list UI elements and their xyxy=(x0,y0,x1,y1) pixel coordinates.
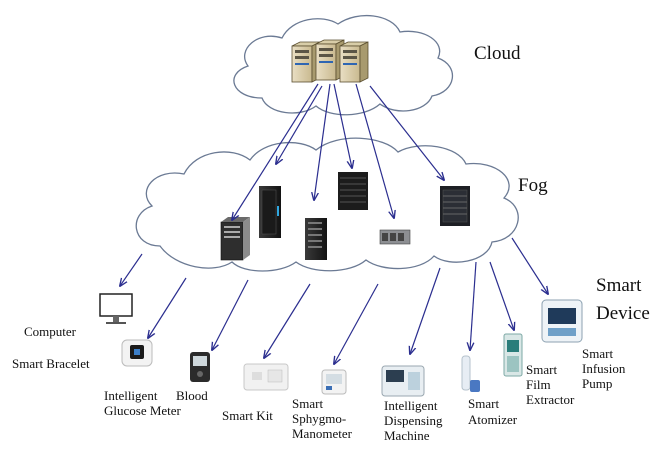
fog-to-device-arrows xyxy=(120,237,548,364)
computer-icon xyxy=(99,293,133,324)
film-extractor-label-line2: Film xyxy=(526,377,551,392)
film-extractor-icon xyxy=(503,333,523,377)
glucose-label-line1: Intelligent xyxy=(104,388,158,403)
dispensing-machine-icon xyxy=(381,365,425,397)
computer-label: Computer xyxy=(24,324,76,339)
cloud-layer xyxy=(233,14,454,116)
tower-server-icon xyxy=(220,217,250,261)
infusion-pump-label-line2: Infusion xyxy=(582,361,626,376)
dispensing-label-line3: Machine xyxy=(384,428,430,443)
sphygmo-label-line2: Sphygmo- xyxy=(292,411,347,426)
smart-kit-label: Smart Kit xyxy=(222,408,273,423)
arrow xyxy=(276,85,323,164)
glucose-label-line2: Glucose Meter xyxy=(104,403,181,418)
cloud-label: Cloud xyxy=(474,43,521,64)
arrow xyxy=(470,261,477,350)
dispensing-label-line2: Dispensing xyxy=(384,413,443,428)
film-extractor-label-line1: Smart xyxy=(526,362,558,377)
smart-bracelet-label: Smart Bracelet xyxy=(12,356,90,371)
arrow xyxy=(212,279,249,350)
arrow xyxy=(355,83,394,218)
rack-cabinet-icon xyxy=(440,186,470,226)
infusion-pump-icon xyxy=(541,299,583,343)
cloud-server-3 xyxy=(339,41,369,83)
arrow xyxy=(314,83,331,200)
arrow xyxy=(410,267,441,354)
smart-kit-icon xyxy=(243,363,289,391)
fog-label: Fog xyxy=(518,175,548,196)
infusion-pump-label-line1: Smart xyxy=(582,346,614,361)
film-extractor-label-line3: Extractor xyxy=(526,392,575,407)
smart-bracelet-icon xyxy=(121,339,153,367)
blade-server-icon xyxy=(338,172,368,210)
dispensing-label-line1: Intelligent xyxy=(384,398,438,413)
smart-device-label-line2: Device xyxy=(596,303,650,324)
arrow xyxy=(334,283,379,364)
atomizer-label-line1: Smart xyxy=(468,396,500,411)
blood-label: Blood xyxy=(176,388,208,403)
fog-layer xyxy=(135,137,519,272)
arrow xyxy=(511,237,548,294)
storage-server-icon xyxy=(379,229,411,245)
atomizer-icon xyxy=(461,355,480,392)
server-cluster-icon xyxy=(291,39,369,83)
rack-server-icon xyxy=(305,218,327,260)
arrow xyxy=(369,85,444,180)
sphygmo-label-line1: Smart xyxy=(292,396,324,411)
cloud-server-2 xyxy=(315,39,345,81)
blood-glucose-meter-icon xyxy=(190,352,210,382)
arrow xyxy=(120,253,143,286)
rack-server-icon xyxy=(259,186,281,238)
sphygmo-label-line3: Manometer xyxy=(292,426,352,441)
smart-device-label-line1: Smart xyxy=(596,275,642,296)
atomizer-label-line2: Atomizer xyxy=(468,412,518,427)
infusion-pump-label-line3: Pump xyxy=(582,376,613,391)
arrow xyxy=(232,83,319,220)
arrow xyxy=(264,283,311,358)
sphygmomanometer-icon xyxy=(321,369,347,395)
arrow xyxy=(333,83,352,168)
cloud-to-fog-arrows xyxy=(232,83,444,220)
arrow xyxy=(148,277,187,338)
arrow xyxy=(489,261,514,330)
